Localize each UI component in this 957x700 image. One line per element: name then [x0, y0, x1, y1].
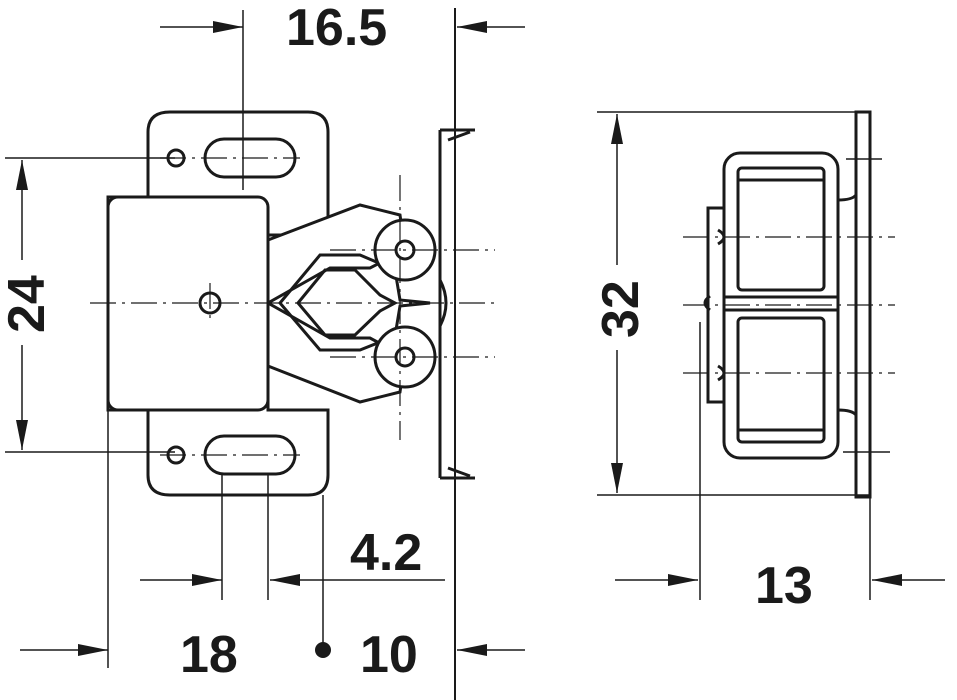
dim-16-5: 16.5 [286, 0, 387, 57]
side-view [683, 110, 895, 499]
front-view [90, 110, 500, 497]
dim-10: 10 [360, 626, 418, 684]
dim-18: 18 [180, 626, 238, 684]
strike-plate [438, 128, 475, 480]
dim-24: 24 [0, 275, 56, 333]
dim-4-2: 4.2 [350, 524, 422, 582]
dim-13: 13 [755, 557, 813, 615]
dim-32: 32 [592, 280, 650, 338]
reference-dot [315, 642, 331, 658]
